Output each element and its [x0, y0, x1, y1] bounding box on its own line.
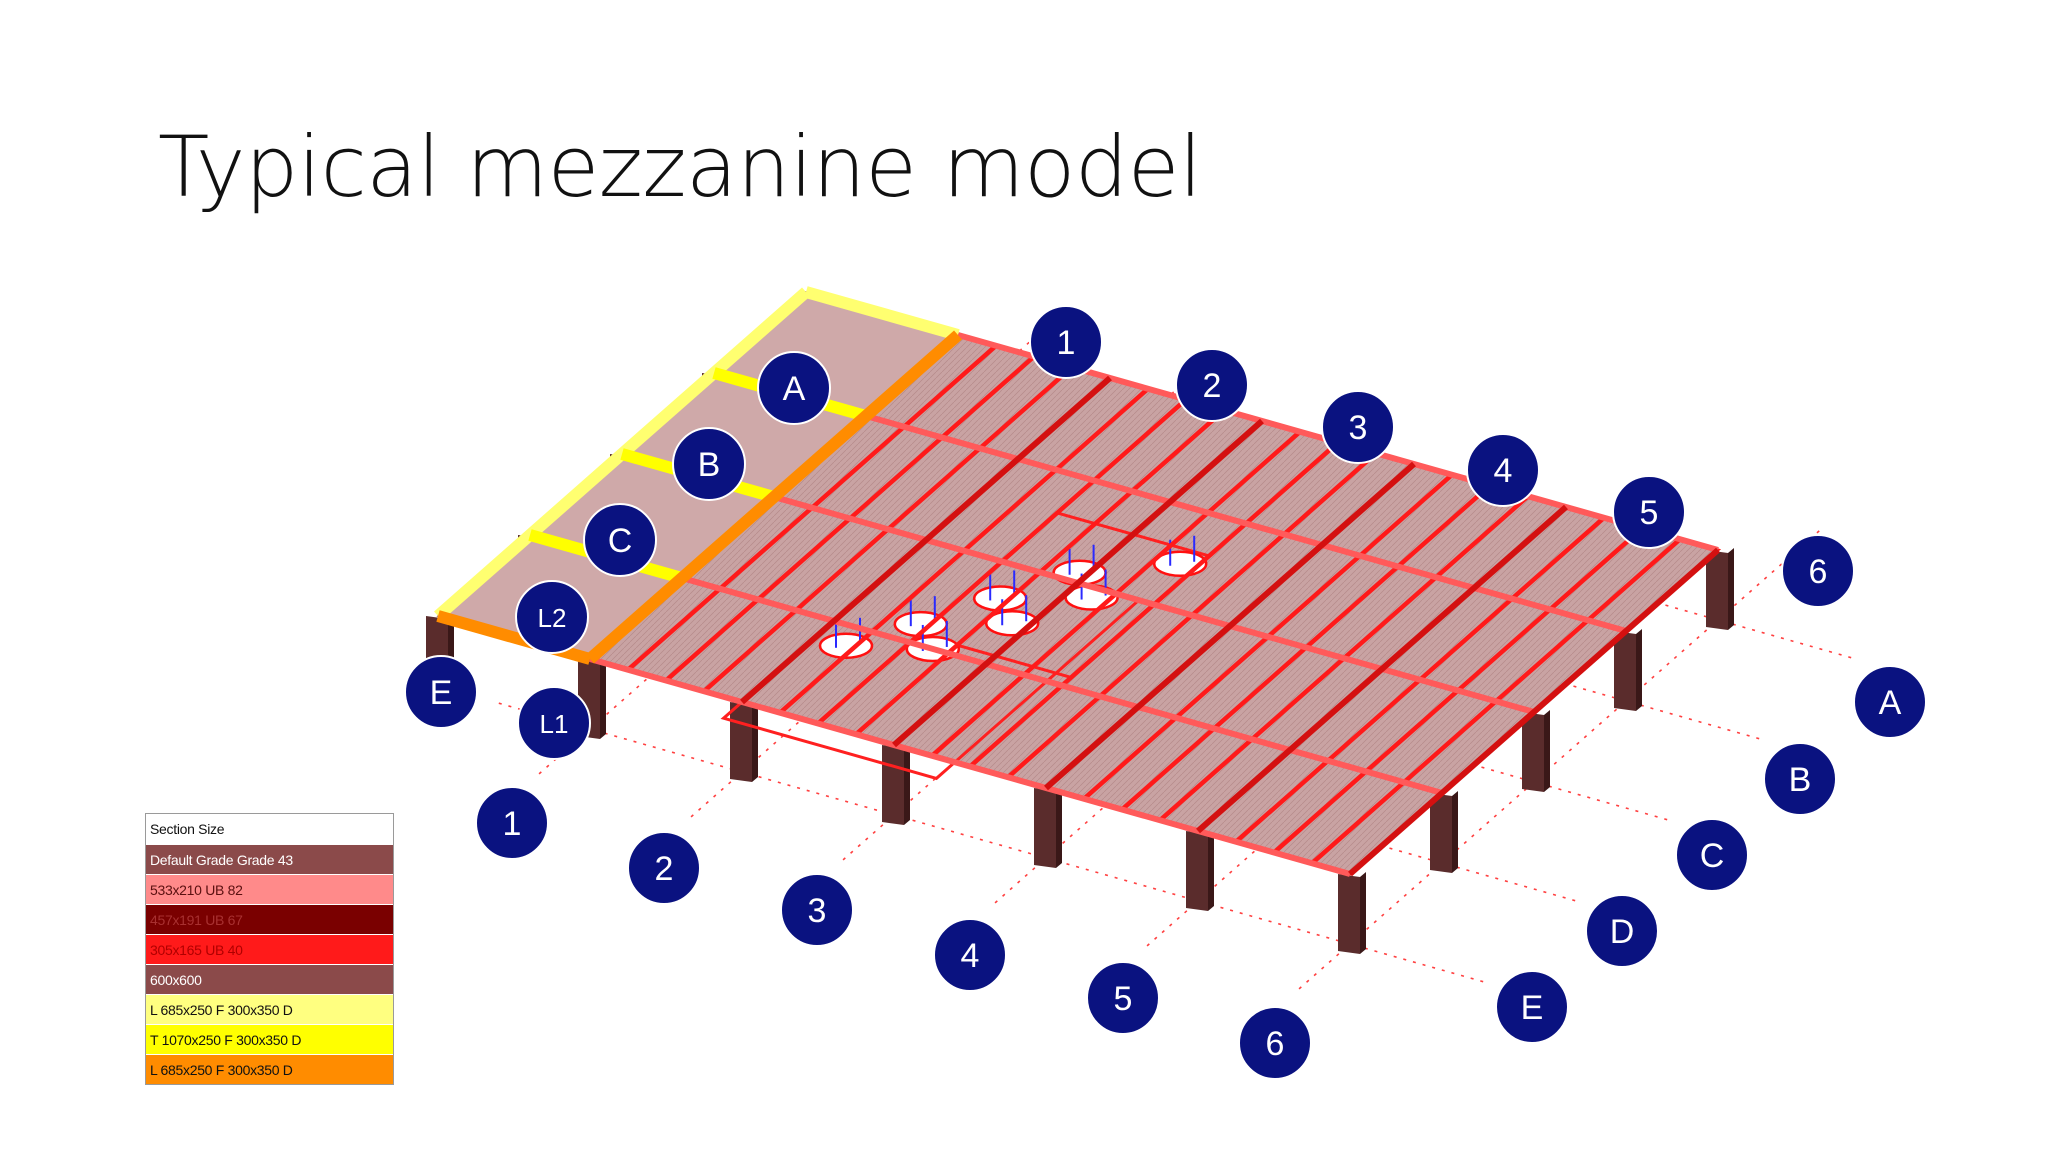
grid-bubble [515, 580, 589, 654]
column-side [1636, 629, 1642, 711]
grid-bubble-label: 3 [1349, 409, 1368, 447]
column [1034, 788, 1056, 868]
grid-bubble-label: 4 [961, 937, 980, 975]
column-side [1208, 829, 1214, 911]
grid-bubble-label: C [608, 522, 633, 560]
legend-item: 457x191 UB 67 [146, 904, 393, 934]
grid-bubble [780, 873, 854, 947]
column-side [600, 657, 606, 739]
grid-bubble [1175, 348, 1249, 422]
grid-bubble-label: 1 [1057, 324, 1076, 362]
edge-beam-orange [436, 610, 592, 665]
grid-line [498, 702, 1488, 984]
primary-beam [740, 375, 1112, 705]
grid-bubble-label: E [1521, 989, 1544, 1027]
primary-beam [773, 494, 1535, 715]
grid-bubble-label: 2 [655, 850, 674, 888]
column [1338, 874, 1360, 954]
grid-bubble-label: B [1789, 761, 1812, 799]
grid-bubble-label: E [430, 674, 453, 712]
primary-beam [892, 418, 1264, 748]
primary-beam [1348, 547, 1720, 877]
grid-bubble-label: 4 [1494, 452, 1513, 490]
legend-item: L 685x250 F 300x350 D [146, 1054, 393, 1084]
column-side [1728, 548, 1734, 630]
grid-bubble [1781, 534, 1855, 608]
grid-line [534, 315, 1060, 779]
legend-item: 600x600 [146, 964, 393, 994]
grid-bubble [933, 918, 1007, 992]
grid-bubble-label: 1 [503, 805, 522, 843]
grid-bubble-label: 6 [1809, 553, 1828, 591]
grid-bubble [1585, 894, 1659, 968]
grid-bubble-label: A [783, 370, 806, 408]
column [1614, 631, 1636, 711]
grid-bubble [1763, 742, 1837, 816]
grid-bubble [1853, 665, 1927, 739]
grid-bubble-label: B [698, 446, 721, 484]
primary-beam [1196, 504, 1568, 834]
column [1522, 712, 1544, 792]
grid-bubble [583, 503, 657, 577]
grid-bubble [404, 655, 478, 729]
column [730, 702, 752, 782]
column [1706, 550, 1728, 630]
legend-item: L 685x250 F 300x350 D [146, 994, 393, 1024]
grid-bubble [757, 351, 831, 425]
column [882, 745, 904, 825]
grid-line [838, 401, 1364, 865]
edge-beam-orange [586, 330, 962, 664]
legend-item: 533x210 UB 82 [146, 874, 393, 904]
grid-line [686, 358, 1212, 822]
primary-beam [865, 413, 1627, 634]
column-side [752, 700, 758, 782]
grid-bubble [1675, 818, 1749, 892]
grid-line [1142, 487, 1668, 951]
grid-bubble [475, 786, 549, 860]
column-side [1360, 872, 1366, 954]
primary-beam [1044, 461, 1416, 791]
slide-title: Typical mezzanine model [158, 118, 1202, 216]
column-side [1452, 791, 1458, 873]
grid-bubble [627, 831, 701, 905]
primary-beam [681, 575, 1443, 796]
grid-bubble-label: A [1879, 684, 1902, 722]
grid-line [1294, 530, 1820, 994]
beams [434, 286, 1720, 877]
edge-beam-light-yellow [804, 286, 960, 341]
grid-bubble-label: D [1610, 913, 1635, 951]
legend-item: T 1070x250 F 300x350 D [146, 1024, 393, 1054]
grid-bubble [1238, 1006, 1312, 1080]
legend-item: 305x165 UB 40 [146, 934, 393, 964]
grid-bubble [517, 686, 591, 760]
primary-beam [589, 656, 1351, 877]
legend-item: Default Grade Grade 43 [146, 844, 393, 874]
grid-bubble [1466, 433, 1540, 507]
grid-bubble [672, 427, 746, 501]
grid-bubble-label: C [1700, 837, 1725, 875]
grid-bubble-label: 6 [1266, 1025, 1285, 1063]
column [1186, 831, 1208, 911]
column-side [1544, 710, 1550, 792]
grid-bubble [1612, 475, 1686, 549]
grid-bubble-label: 5 [1640, 494, 1659, 532]
grid-bubble-label: L1 [540, 709, 569, 739]
grid-bubble [1029, 305, 1103, 379]
column-side [1056, 786, 1062, 868]
grid-bubble-label: 2 [1203, 367, 1222, 405]
grid-bubble [1495, 970, 1569, 1044]
column [1430, 793, 1452, 873]
grid-bubble-label: 5 [1114, 980, 1133, 1018]
grid-bubble [1086, 961, 1160, 1035]
legend-header: Section Size [146, 814, 393, 844]
grid-line [990, 444, 1516, 908]
grid-bubble [1321, 390, 1395, 464]
column-side [904, 743, 910, 825]
grid-bubble-label: 3 [808, 892, 827, 930]
grid-bubble-label: L2 [538, 603, 567, 633]
